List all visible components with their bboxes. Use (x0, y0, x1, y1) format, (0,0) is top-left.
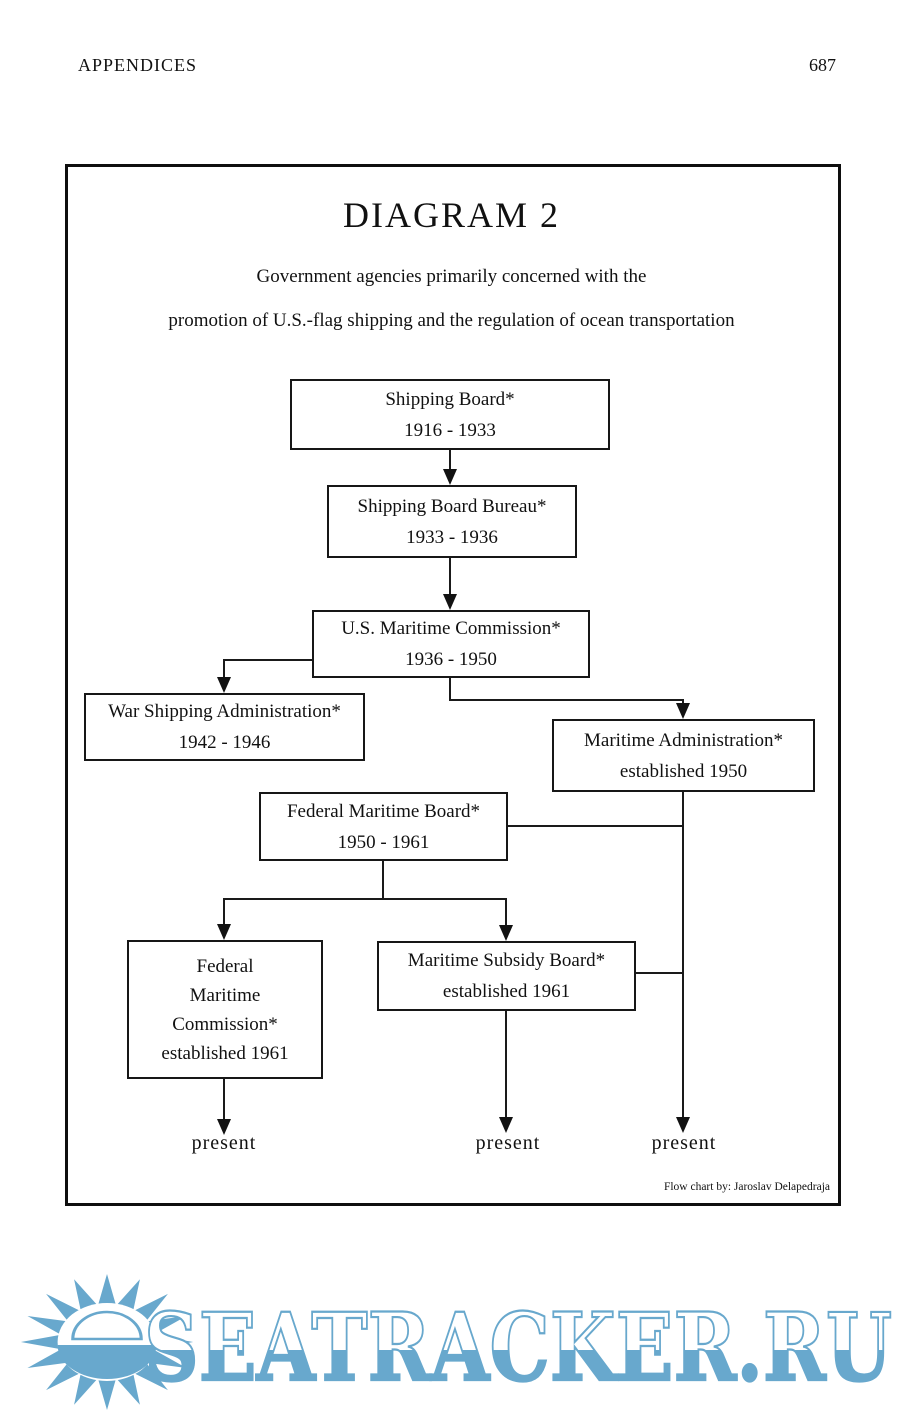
diagram-title: DIAGRAM 2 (342, 195, 560, 235)
node-label: Shipping Board* (385, 388, 515, 410)
node-maritime-subsidy-board: Maritime Subsidy Board* established 1961 (377, 941, 636, 1011)
node-label: U.S. Maritime Commission* (341, 618, 561, 639)
node-shipping-board-bureau: Shipping Board Bureau* 1933 - 1936 (327, 485, 577, 558)
arrow-down-icon (443, 469, 457, 485)
node-dates: 1916 - 1933 (404, 419, 496, 441)
flow-chart-credit: Flow chart by: Jaroslav Delapedraja (663, 1181, 830, 1193)
connector-line (382, 861, 384, 899)
node-dates: 1933 - 1936 (406, 526, 498, 548)
arrow-down-icon (217, 1119, 231, 1135)
node-shipping-board: Shipping Board* 1916 - 1933 (290, 379, 610, 450)
sun-logo-icon (20, 1274, 194, 1410)
node-label: Federal Maritime Board* (286, 800, 481, 822)
running-header: APPENDICES (78, 55, 198, 75)
node-dates: established 1950 (619, 760, 748, 782)
arrow-down-icon (217, 677, 231, 693)
arrow-down-icon (676, 1117, 690, 1133)
watermark-text-glyphs: SEATRACKER.RU (144, 1293, 892, 1403)
connector-line (508, 825, 684, 827)
node-label: Maritime (189, 984, 261, 1006)
node-dates: established 1961 (161, 1042, 289, 1064)
watermark-text: SEATRACKER.RU (143, 1292, 893, 1404)
node-label: Maritime Administration* (584, 729, 783, 751)
arrow-down-icon (443, 594, 457, 610)
node-federal-maritime-commission: Federal Maritime Commission* established… (127, 940, 323, 1079)
arrow-down-icon (676, 703, 690, 719)
node-dates: established 1961 (442, 981, 571, 1002)
connector-line (682, 792, 684, 1118)
terminal-present-left: present (191, 1132, 257, 1154)
connector-line (223, 1079, 225, 1119)
connector-line (223, 659, 314, 661)
node-label: War Shipping Administration* (108, 701, 341, 722)
node-dates: 1936 - 1950 (405, 649, 497, 670)
terminal-present-right: present (651, 1132, 717, 1154)
connector-line (223, 898, 225, 925)
connector-line (505, 898, 507, 926)
connector-line (505, 1011, 507, 1117)
connector-line (449, 699, 684, 701)
arrow-down-icon (499, 1117, 513, 1133)
page-number: 687 (809, 55, 836, 75)
node-dates: 1942 - 1946 (178, 732, 271, 753)
terminal-present-middle: present (475, 1132, 541, 1154)
connector-line (682, 699, 684, 705)
node-us-maritime-commission: U.S. Maritime Commission* 1936 - 1950 (312, 610, 590, 678)
connector-line (449, 678, 451, 701)
node-dates: 1950 - 1961 (337, 831, 430, 853)
node-label: Shipping Board Bureau* (357, 495, 547, 517)
connector-line (449, 558, 451, 595)
node-label: Maritime Subsidy Board* (407, 950, 606, 971)
node-war-shipping-administration: War Shipping Administration* 1942 - 1946 (84, 693, 365, 761)
connector-line (636, 972, 684, 974)
node-maritime-administration: Maritime Administration* established 195… (552, 719, 815, 792)
node-label: Commission* (172, 1013, 278, 1035)
node-federal-maritime-board: Federal Maritime Board* 1950 - 1961 (259, 792, 508, 861)
diagram-subtitle-line2: promotion of U.S.-flag shipping and the … (168, 310, 735, 331)
arrow-down-icon (217, 924, 231, 940)
connector-line (223, 898, 507, 900)
arrow-down-icon (499, 925, 513, 941)
connector-line (449, 450, 451, 470)
connector-line (223, 659, 225, 678)
diagram-subtitle-line1: Government agencies primarily concerned … (256, 266, 647, 287)
node-label: Federal (196, 955, 254, 977)
